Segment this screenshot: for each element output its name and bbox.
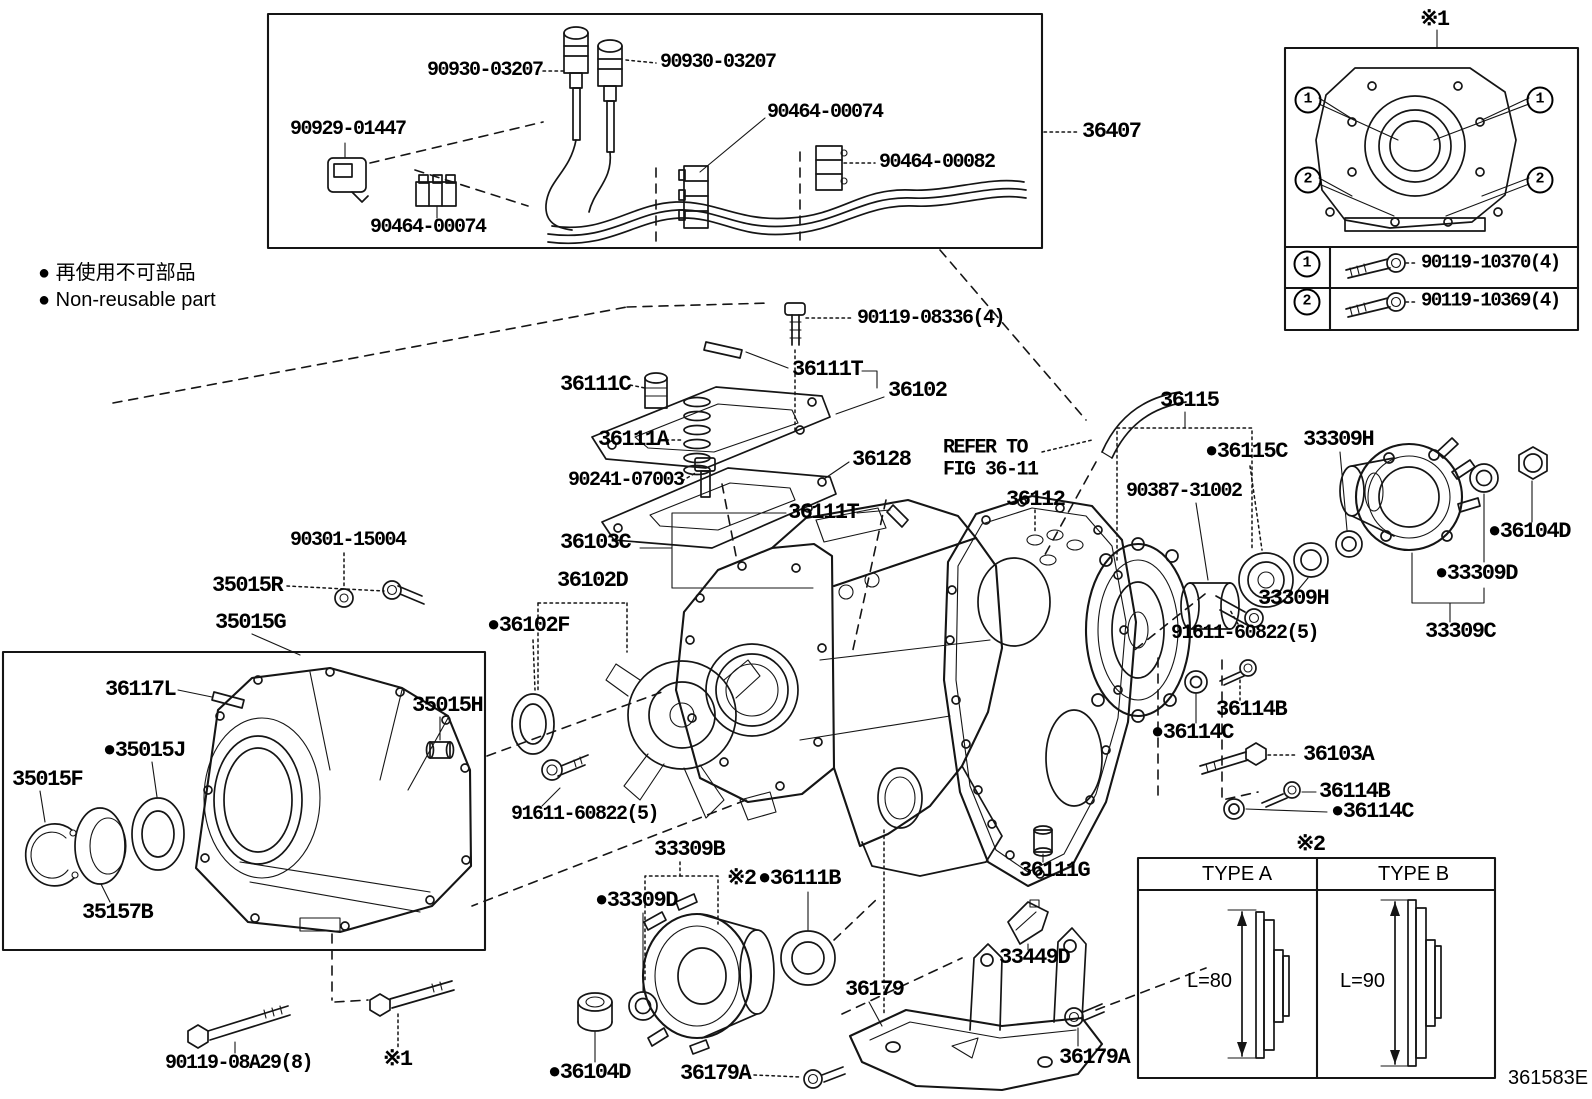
part-36115C: ●36115C	[1205, 439, 1288, 465]
transfer-case-art	[674, 498, 1004, 877]
part-36114C-lower: ●36114C	[1331, 799, 1414, 825]
part-90119-08336: 90119-08336(4)	[857, 307, 1006, 331]
type-b-header: TYPE B	[1378, 863, 1450, 886]
part-36117L: 36117L	[105, 677, 177, 703]
part-36102: 36102	[888, 378, 948, 404]
extension-housing-inset-art	[24, 552, 473, 934]
callout-2-table: 2	[1293, 288, 1321, 316]
legend-ja: ● 再使用不可部品	[38, 262, 196, 285]
part-33309H-upper: 33309H	[1303, 427, 1375, 453]
control-cover-art	[532, 302, 909, 693]
part-36114B-upper: 36114B	[1216, 697, 1288, 723]
part-90119-10370: 90119-10370(4)	[1421, 251, 1561, 274]
part-33309D-right: ●33309D	[1435, 561, 1518, 587]
note-refer: REFER TO FIG 36-11	[943, 436, 1039, 481]
part-33309C: 33309C	[1425, 619, 1497, 645]
figure-code: 361583E	[1508, 1067, 1589, 1090]
part-33309B: 33309B	[654, 837, 726, 863]
part-90464-00082: 90464-00082	[879, 151, 996, 175]
part-35015G: 35015G	[215, 610, 287, 636]
callout-2-housing-right: 2	[1526, 166, 1554, 194]
part-36111A: 36111A	[598, 427, 670, 453]
part-36179A-left: 36179A	[680, 1061, 752, 1087]
callout-1-housing-left: 1	[1294, 86, 1322, 114]
part-90464-00074-top: 90464-00074	[767, 101, 884, 125]
case-gasket-art	[942, 391, 1187, 888]
part-90930-03207-left: 90930-03207	[427, 59, 544, 83]
part-36179: 36179	[845, 977, 905, 1003]
part-36407: 36407	[1082, 119, 1142, 145]
bolt-callout-inset-art	[1315, 29, 1530, 318]
callout-1-table: 1	[1293, 250, 1321, 278]
dim-L90: L=90	[1340, 970, 1386, 993]
part-36102D: 36102D	[557, 568, 629, 594]
note-2-inline: ※2	[727, 866, 757, 892]
bottom-hub-and-bracket-art	[187, 825, 1207, 1092]
part-35015R: 35015R	[212, 573, 284, 599]
part-36179A-right: 36179A	[1059, 1045, 1131, 1071]
part-35015J: ●35015J	[103, 738, 186, 764]
part-36114B-lower: 36114B	[1319, 779, 1391, 805]
part-90301-15004: 90301-15004	[290, 529, 407, 553]
part-33309D-bottom: ●33309D	[595, 888, 678, 914]
oil-pump-art	[511, 659, 761, 819]
note-1-bottom: ※1	[383, 1047, 413, 1073]
part-36114C-upper: ●36114C	[1151, 720, 1234, 746]
part-36102F: ●36102F	[487, 613, 570, 639]
part-35157B: 35157B	[82, 900, 154, 926]
part-36128: 36128	[852, 447, 912, 473]
type-a-header: TYPE A	[1202, 863, 1273, 886]
type-table-art	[1227, 899, 1442, 1067]
part-91611-60822-right: 91611-60822(5)	[1171, 622, 1320, 646]
rear-cover-and-hub-art	[1084, 411, 1548, 820]
part-36111T-lower: 36111T	[788, 500, 860, 526]
part-36115: 36115	[1160, 388, 1220, 414]
part-33449D: 33449D	[999, 945, 1071, 971]
part-36111B: ●36111B	[758, 866, 841, 892]
part-36111T-upper: 36111T	[792, 357, 864, 383]
part-36104D-right: ●36104D	[1488, 519, 1571, 545]
part-90929-01447: 90929-01447	[290, 118, 407, 142]
part-90387-31002: 90387-31002	[1126, 480, 1243, 504]
part-33309H-lower: 33309H	[1258, 586, 1330, 612]
part-35015F: 35015F	[12, 767, 84, 793]
part-90241-07003: 90241-07003	[568, 469, 685, 493]
callout-1-housing-right: 1	[1526, 86, 1554, 114]
part-36111G: 36111G	[1019, 858, 1091, 884]
note-1-top: ※1	[1420, 7, 1450, 33]
part-90464-00074-bottom: 90464-00074	[370, 216, 487, 240]
part-36111C: 36111C	[560, 372, 632, 398]
inset-frames	[1, 12, 1580, 1080]
part-36103A: 36103A	[1303, 742, 1375, 768]
part-36112: 36112	[1006, 487, 1066, 513]
legend-en: ● Non-reusable part	[38, 289, 216, 312]
part-90930-03207-right: 90930-03207	[660, 51, 777, 75]
part-91611-60822-left: 91611-60822(5)	[511, 803, 660, 827]
dim-L80: L=80	[1187, 970, 1233, 993]
part-36104D-bottom: ●36104D	[548, 1060, 631, 1086]
callout-2-housing-left: 2	[1294, 166, 1322, 194]
part-90119-10369: 90119-10369(4)	[1421, 289, 1561, 312]
breather-hose-inset-art	[327, 26, 1079, 246]
construction-lines	[112, 249, 1097, 1003]
part-36103C: 36103C	[560, 530, 632, 556]
part-90119-08A29: 90119-08A29(8)	[165, 1052, 314, 1076]
note-2-table: ※2	[1296, 832, 1326, 858]
part-35015H: 35015H	[412, 693, 484, 719]
